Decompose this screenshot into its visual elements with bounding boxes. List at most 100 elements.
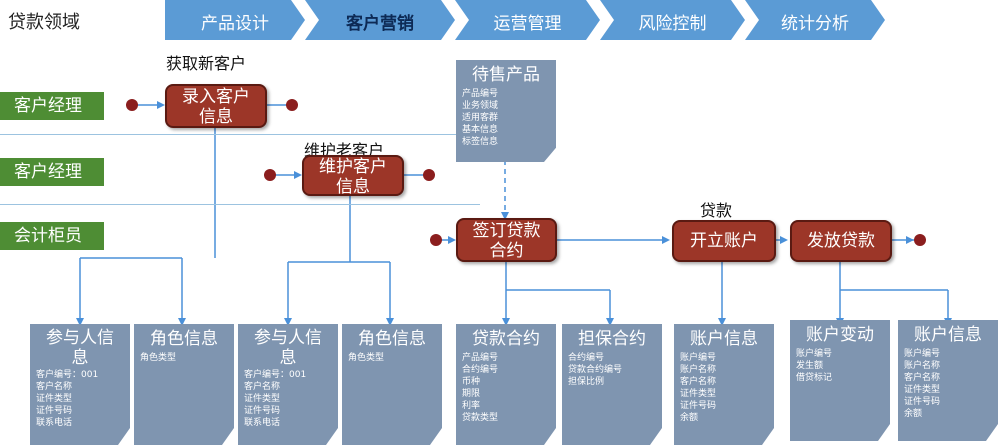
stage-statistics[interactable]: 统计分析 (745, 0, 885, 40)
doc-item: 余额 (680, 413, 699, 423)
process-label-line: 发放贷款 (807, 231, 875, 251)
doc-title: 账户变动 (806, 325, 874, 345)
doc-title: 担保合约 (578, 329, 646, 349)
doc-title: 账户信息 (690, 329, 758, 349)
process-label-line: 信息 (199, 107, 233, 127)
stage-label: 运营管理 (493, 14, 562, 34)
doc-account-change: 账户变动 账户编号 发生额 借贷标记 (790, 320, 890, 441)
process-label-line: 录入客户 (182, 87, 250, 107)
lane-divider (0, 204, 480, 205)
stage-risk-control[interactable]: 风险控制 (600, 0, 745, 40)
doc-title: 参与人信 (254, 328, 322, 348)
process-disburse-loan[interactable]: 发放贷款 (790, 220, 892, 262)
doc-item: 合约编号 (462, 365, 499, 375)
doc-item: 基本信息 (462, 125, 499, 135)
doc-role-info-2: 角色信息 角色类型 (342, 324, 442, 445)
doc-item: 适用客群 (462, 113, 499, 123)
doc-participant-info-2: 参与人信 息 客户编号：001 客户名称 证件类型 证件号码 联系电话 (238, 324, 338, 445)
doc-loan-contract: 贷款合约 产品编号 合约编号 币种 期限 利率 贷款类型 (456, 324, 556, 445)
lane-divider (0, 134, 480, 135)
doc-title: 待售产品 (472, 65, 540, 85)
doc-item: 客户名称 (904, 373, 941, 383)
doc-item: 客户名称 (680, 377, 717, 387)
doc-participant-info-1: 参与人信 息 客户编号：001 客户名称 证件类型 证件号码 联系电话 (30, 324, 130, 445)
doc-title: 贷款合约 (472, 329, 540, 349)
doc-item: 期限 (462, 389, 481, 399)
doc-item: 账户名称 (904, 361, 941, 371)
process-open-account[interactable]: 开立账户 (672, 220, 776, 262)
stage-chevron-shape (600, 0, 745, 40)
doc-item: 角色类型 (348, 353, 385, 363)
doc-item: 产品编号 (462, 353, 499, 363)
role-account-manager-2: 客户经理 (0, 158, 104, 186)
stage-label: 统计分析 (781, 14, 849, 34)
stage-chevron-shape (165, 0, 305, 40)
doc-item: 账户编号 (680, 353, 717, 363)
doc-item: 贷款合约编号 (568, 365, 623, 375)
doc-item: 利率 (462, 401, 481, 411)
doc-title: 息 (279, 348, 297, 368)
doc-item: 客户名称 (244, 382, 281, 392)
group-label-loan: 贷款 (700, 201, 733, 220)
doc-title: 角色信息 (358, 329, 426, 349)
doc-item: 币种 (462, 377, 481, 387)
doc-title: 角色信息 (150, 329, 218, 349)
doc-item: 担保比例 (568, 377, 605, 387)
doc-item: 客户编号：001 (244, 370, 307, 380)
process-label-line: 开立账户 (690, 231, 758, 251)
doc-item: 账户名称 (680, 365, 717, 375)
role-teller: 会计柜员 (0, 222, 104, 250)
doc-guarantee-contract: 担保合约 合约编号 贷款合约编号 担保比例 (562, 324, 662, 445)
stage-operations[interactable]: 运营管理 (455, 0, 600, 40)
doc-item: 产品编号 (462, 89, 499, 99)
process-label-line: 签订贷款 (472, 221, 541, 241)
doc-item: 证件类型 (244, 394, 281, 404)
role-account-manager-1: 客户经理 (0, 92, 104, 120)
doc-item: 证件类型 (36, 394, 73, 404)
stage-product-design[interactable]: 产品设计 (165, 0, 305, 40)
stage-label: 风险控制 (638, 14, 707, 34)
doc-item: 贷款类型 (462, 413, 499, 423)
process-label-line: 维护客户 (319, 157, 387, 177)
doc-item: 账户编号 (796, 349, 833, 359)
doc-item: 客户编号：001 (36, 370, 99, 380)
stage-chevron-shape (305, 0, 455, 40)
stage-customer-marketing[interactable]: 客户营销 (305, 0, 455, 40)
doc-account-info-2: 账户信息 账户编号 账户名称 客户名称 证件类型 证件号码 余额 (898, 320, 998, 441)
doc-item: 发生额 (796, 361, 824, 371)
doc-account-info-1: 账户信息 账户编号 账户名称 客户名称 证件类型 证件号码 余额 (674, 324, 774, 445)
process-label-line: 信息 (336, 177, 370, 197)
doc-item: 证件号码 (244, 406, 281, 416)
doc-role-info-1: 角色信息 角色类型 (134, 324, 234, 445)
domain-title: 贷款领域 (8, 12, 80, 33)
process-sign-contract[interactable]: 签订贷款 合约 (456, 218, 557, 262)
doc-item: 角色类型 (140, 353, 177, 363)
doc-item: 标签信息 (462, 137, 499, 147)
process-label-line: 合约 (489, 241, 524, 261)
doc-item: 业务领域 (462, 101, 499, 111)
doc-products-for-sale: 待售产品 产品编号 业务领域 适用客群 基本信息 标签信息 (456, 60, 556, 162)
doc-item: 联系电话 (36, 418, 73, 428)
doc-item: 证件号码 (904, 397, 941, 407)
doc-item: 证件号码 (680, 401, 717, 411)
stage-chevron-shape (745, 0, 885, 40)
stage-label: 客户营销 (346, 14, 414, 34)
process-maintain-customer[interactable]: 维护客户 信息 (302, 155, 404, 197)
doc-title: 参与人信 (46, 328, 114, 348)
stage-label: 产品设计 (201, 14, 269, 34)
doc-item: 余额 (904, 409, 923, 419)
doc-item: 借贷标记 (796, 373, 833, 383)
stage-chevron-shape (455, 0, 600, 40)
doc-item: 合约编号 (568, 353, 605, 363)
doc-item: 账户编号 (904, 349, 941, 359)
doc-item: 证件类型 (904, 385, 941, 395)
doc-item: 证件号码 (36, 406, 73, 416)
doc-title: 息 (71, 348, 89, 368)
doc-title: 账户信息 (914, 325, 982, 345)
doc-item: 证件类型 (680, 389, 717, 399)
group-label-new-customer: 获取新客户 (166, 54, 247, 73)
doc-item: 客户名称 (36, 382, 73, 392)
doc-item: 联系电话 (244, 418, 281, 428)
process-enter-customer[interactable]: 录入客户 信息 (165, 84, 267, 128)
